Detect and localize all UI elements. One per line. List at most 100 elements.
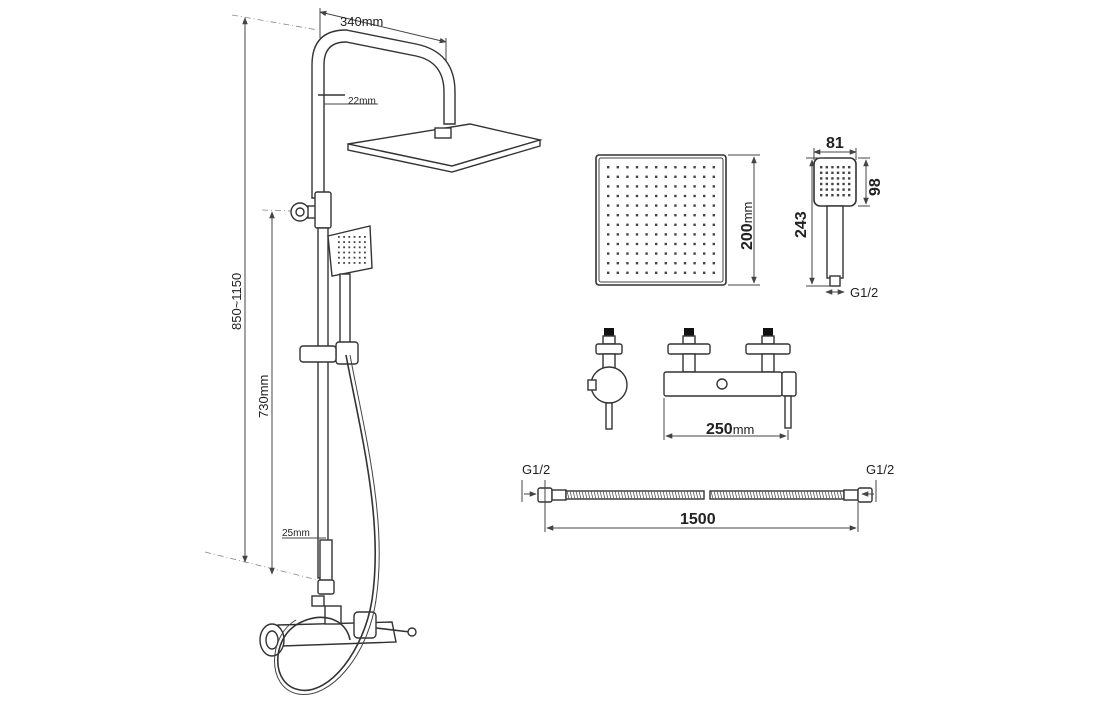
hose-coil [734,490,738,500]
hand-nozzle-dot [848,188,851,191]
nozzle-dot [674,252,677,255]
nozzle-dot [655,262,658,265]
nozzle-dot [626,271,629,274]
column-hand-nozzle-dot [358,246,361,249]
nozzle-dot [664,185,667,188]
hose-coil [695,490,699,500]
nozzle-dot [655,204,658,207]
dim-lower-pipe-label: 25mm [282,528,310,539]
column-hand-nozzle-dot [348,241,351,243]
nozzle-dot [664,271,667,274]
hose-coil [791,490,795,500]
hose-coil [776,490,780,500]
nozzle-dot [683,262,687,265]
hose-coil [632,490,636,500]
hand-nozzle-dot [820,166,823,169]
hose-coil [743,490,747,500]
hose-coil [611,490,615,500]
nozzle-dot [683,223,687,226]
hose-coil [683,490,687,500]
hose-coil [824,490,828,500]
hose-coil [713,490,717,500]
hose-coil [662,490,666,500]
column-hand-nozzle-dot [348,236,351,238]
dim-pipe-diameter-label: 22mm [348,96,376,107]
nozzle-dot [626,194,629,198]
nozzle-dot [664,166,667,169]
column-hand-nozzle-dot [343,236,345,238]
hose-coil [653,490,657,500]
hose-coil [692,490,696,500]
nozzle-dot [607,214,610,217]
nozzle-dot [693,214,696,217]
hose-coil [593,490,597,500]
hose-coil [602,490,606,500]
nozzle-dot [626,214,629,217]
column-hand-nozzle-dot [364,246,366,249]
hand-nozzle-dot [836,171,840,174]
nozzle-dot [683,233,687,236]
hand-nozzle-dot [842,171,845,174]
column-hand-nozzle-dot [358,251,361,254]
hose-coil [575,490,579,500]
hand-nozzle-dot [825,182,828,186]
nozzle-dot [703,175,706,178]
hose-coil [725,490,729,500]
nozzle-dot [635,175,639,178]
hand-nozzle-dot [825,171,828,174]
hand-nozzle-dot [831,182,834,186]
nozzle-dot [712,233,715,236]
hose-coil [833,490,837,500]
hand-nozzle-dot [842,166,845,169]
nozzle-dot [616,233,619,236]
hose-coil [641,490,645,500]
nozzle-dot [712,175,715,178]
hose-coil [809,490,813,500]
nozzle-dot [703,204,706,207]
hose-coil [767,490,771,500]
nozzle-dot [664,204,667,207]
shower-hose-detail: 1500 G1/2 G1/2 [521,462,894,532]
shower-column-elevation: 340mm 22mm 850~1150 730mm 25mm [204,8,543,696]
nozzle-dot [693,271,696,274]
nozzle-dot [664,252,667,255]
column-hand-nozzle-dot [364,236,366,238]
hand-nozzle-dot [848,171,851,174]
hand-nozzle-dot [842,188,845,191]
hose-coil [587,490,591,500]
nozzle-dot [693,175,696,178]
nozzle-dot [645,223,648,226]
column-hand-nozzle-dot [348,256,351,259]
nozzle-dot [616,204,619,207]
hand-nozzle-dot [831,177,834,180]
nozzle-dot [635,166,639,169]
nozzle-dot [703,185,706,188]
hose-coil [677,490,681,500]
column-hand-nozzle-dot [364,251,366,254]
hose-coil [773,490,777,500]
hose-coil [572,490,576,500]
hose-coil [806,490,810,500]
nozzle-dot [645,233,648,236]
hand-nozzle-dot [825,166,828,169]
column-hand-nozzle-dot [343,251,345,254]
nozzle-dot [703,233,706,236]
hose-coil [656,490,660,500]
dim-rail-height-label: 730mm [256,375,271,418]
column-hand-nozzle-dot [358,241,361,243]
nozzle-dot [616,252,619,255]
nozzle-dot [616,194,619,198]
hose-coil [728,490,732,500]
nozzle-dot [674,166,677,169]
hose-coil [590,490,594,500]
nozzle-dot [712,223,715,226]
nozzle-dot [683,242,687,246]
hose-coil [638,490,642,500]
hose-coil [608,490,612,500]
column-hand-nozzle-dot [364,262,366,264]
hose-coil [635,490,639,500]
nozzle-dot [683,214,687,217]
hose-coil [668,490,672,500]
nozzle-dot [616,223,619,226]
nozzle-dot [683,166,687,169]
